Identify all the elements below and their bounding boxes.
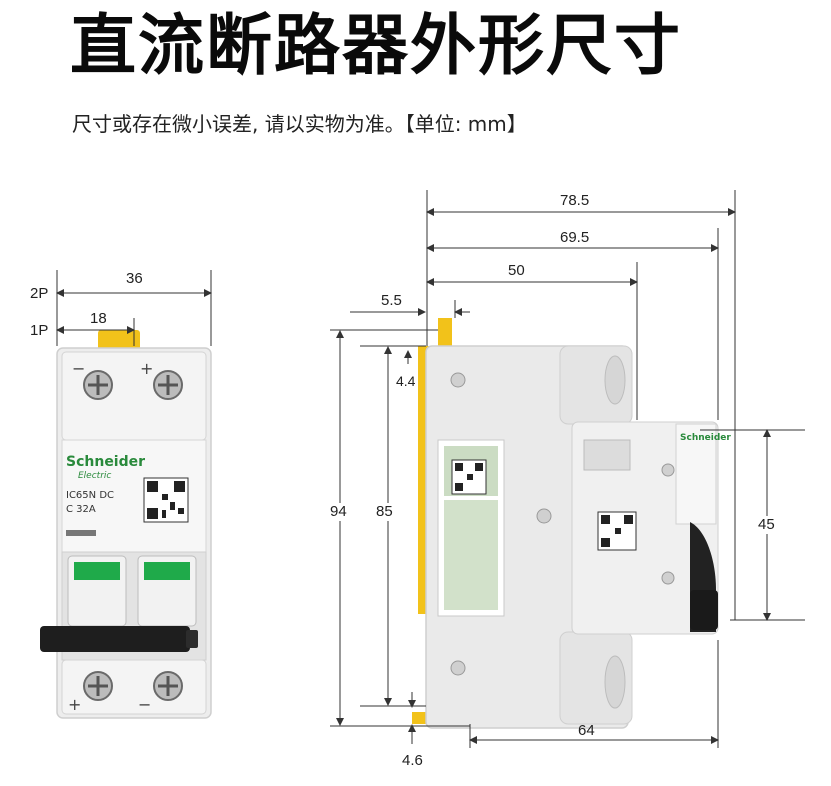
page-subtitle: 尺寸或存在微小误差, 请以实物为准。【单位: mm】: [72, 112, 527, 136]
terminal-plus-top: +: [140, 359, 153, 378]
page-title: 直流断路器外形尺寸: [70, 7, 682, 84]
front-rating-label: C 32A: [66, 504, 96, 515]
status-window-right: [144, 562, 190, 580]
qr-code-icon: [143, 477, 189, 523]
front-brand-sub: Electric: [78, 471, 111, 481]
side-qr-code-2-icon: [597, 511, 637, 551]
dim-body-height: 85: [374, 503, 395, 521]
side-dimension-lines: [330, 190, 805, 748]
front-dimension-lines: [56, 270, 212, 346]
dim-bottom-offset: 4.6: [402, 752, 423, 769]
front-model-label: IC65N DC: [66, 490, 114, 501]
dim-width-1p: 18: [90, 310, 107, 327]
din-clip-top: [98, 330, 140, 350]
toggle-handle: [40, 626, 190, 652]
dim-overall-depth: 78.5: [560, 192, 590, 209]
dim-depth-to-shoulder: 50: [508, 262, 525, 279]
terminal-plus-bottom: +: [68, 695, 81, 714]
dim-width-2p: 36: [126, 270, 143, 287]
dim-face-height: 45: [756, 516, 777, 534]
side-view-breaker: Schneider: [412, 318, 731, 729]
status-window-left: [74, 562, 120, 580]
front-view-breaker: − + Schneider Electric IC65N DC C 32A: [40, 330, 212, 719]
label-2p: 2P: [30, 285, 49, 302]
dim-overall-height: 94: [328, 503, 349, 521]
side-qr-code-icon: [451, 459, 487, 495]
dim-rail-depth: 64: [578, 722, 595, 739]
label-1p: 1P: [30, 322, 49, 339]
screw-top-right-icon: [153, 370, 183, 400]
front-brand-label: Schneider: [66, 454, 145, 470]
terminal-minus-bottom: −: [138, 695, 151, 714]
dim-top-offset: 4.4: [396, 373, 416, 389]
screw-top-left-icon: [83, 370, 113, 400]
terminal-minus-top: −: [72, 359, 85, 378]
side-brand-label: Schneider: [680, 433, 731, 443]
dim-clip-offset: 5.5: [381, 292, 402, 309]
screw-bottom-left-icon: [83, 671, 113, 701]
screw-bottom-right-icon: [153, 671, 183, 701]
dim-depth-to-face: 69.5: [560, 229, 590, 246]
